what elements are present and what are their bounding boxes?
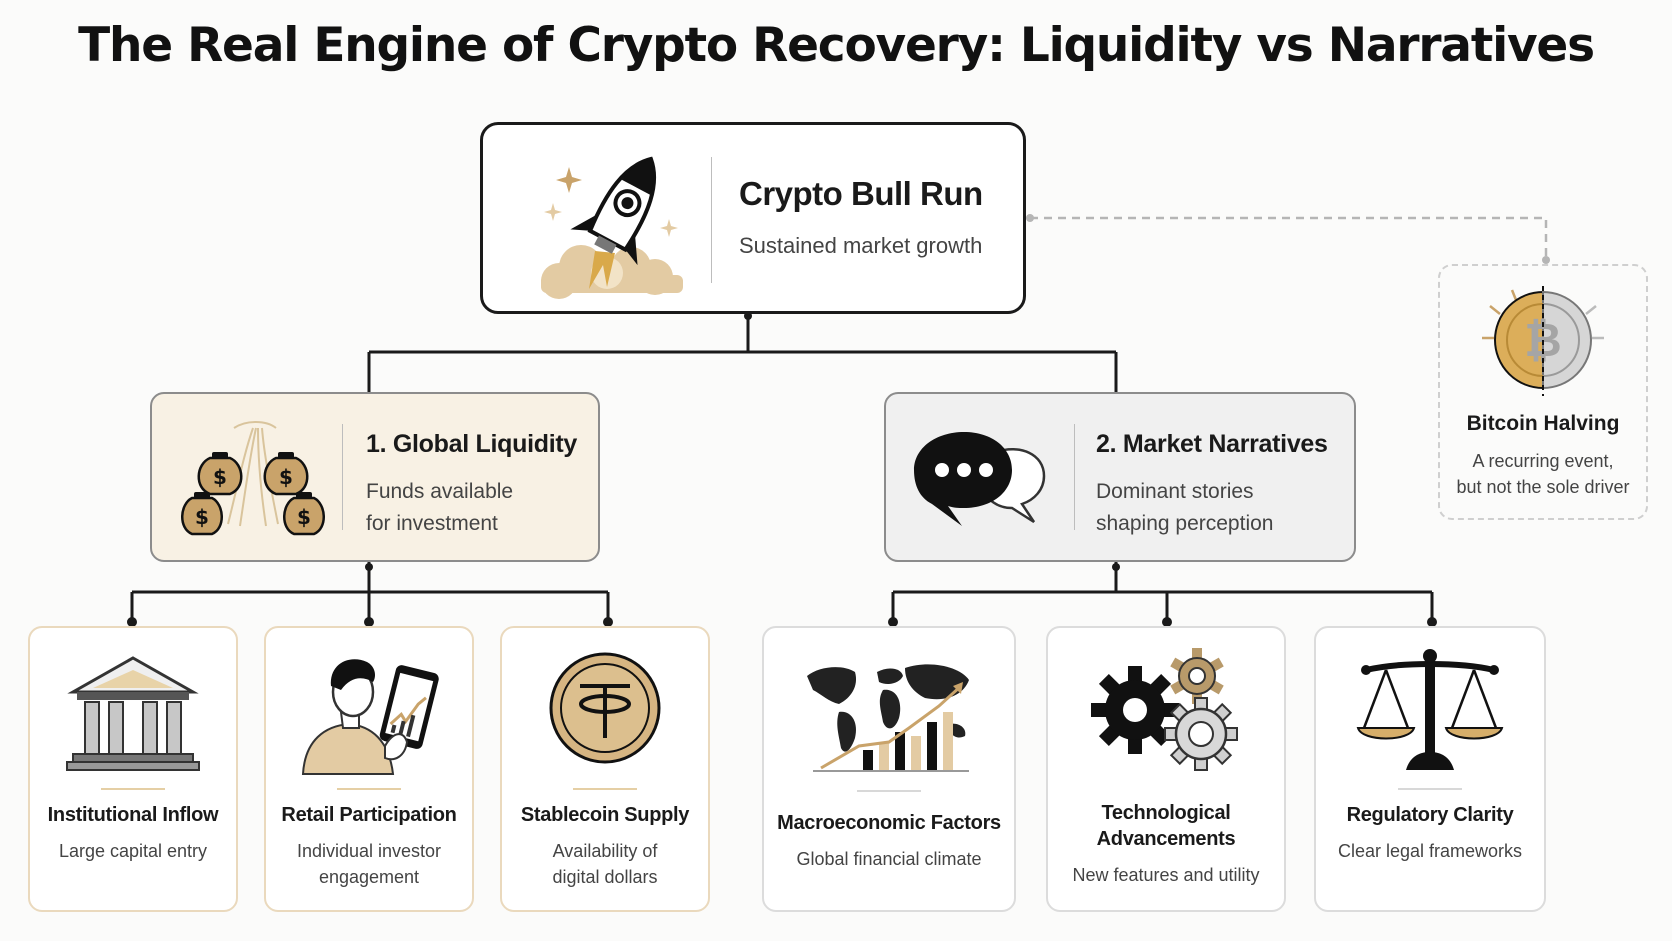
factor-subtitle: Large capital entry [58, 841, 208, 861]
factor-title: Retail Participation [281, 804, 457, 826]
side-note-title: Bitcoin Halving [1466, 412, 1620, 435]
rocket-icon [541, 156, 683, 299]
tether-coin-icon [549, 652, 661, 764]
person-with-tablet-icon [301, 659, 439, 775]
svg-text:$: $ [297, 505, 311, 529]
factor-macroeconomic-factors: Macroeconomic Factors Global financial c… [762, 626, 1016, 912]
scales-icon [1356, 649, 1504, 770]
factor-technological-advancements: Technological Advancements New features … [1046, 626, 1286, 912]
factor-subtitle: Global financial climate [796, 849, 982, 869]
root-subtitle: Sustained market growth [739, 233, 983, 258]
speech-bubbles-icon [914, 432, 1046, 526]
svg-text:$: $ [213, 465, 227, 489]
branch-global-liquidity: $$$$ 1. Global Liquidity Funds available… [150, 392, 600, 562]
world-map-chart-icon [807, 664, 969, 772]
factor-subtitle: Clear legal frameworks [1337, 841, 1523, 861]
page-title: The Real Engine of Crypto Recovery: Liqu… [78, 18, 1595, 73]
factor-title: Technological Advancements [1096, 802, 1236, 850]
factor-title: Stablecoin Supply [520, 804, 690, 826]
factor-subtitle: Individual investor engagement [296, 841, 442, 887]
bitcoin-halving-icon: ₿ [1482, 286, 1604, 396]
branch-subtitle: Funds available for investment [366, 480, 514, 535]
factor-regulatory-clarity: Regulatory Clarity Clear legal framework… [1314, 626, 1546, 912]
branch-market-narratives: 2. Market Narratives Dominant stories sh… [884, 392, 1356, 562]
factor-title: Regulatory Clarity [1346, 804, 1514, 826]
side-note-bitcoin-halving: ₿ Bitcoin Halving A recurring event, but… [1438, 264, 1648, 520]
factor-subtitle: Availability of digital dollars [552, 841, 658, 887]
branch-title: 1. Global Liquidity [366, 430, 577, 458]
factor-institutional-inflow: Institutional Inflow Large capital entry [28, 626, 238, 912]
factor-title: Macroeconomic Factors [777, 812, 1001, 834]
factor-stablecoin-supply: Stablecoin Supply Availability of digita… [500, 626, 710, 912]
svg-text:$: $ [195, 505, 209, 529]
svg-text:$: $ [279, 465, 293, 489]
factor-title: Institutional Inflow [47, 804, 219, 826]
factor-retail-participation: Retail Participation Individual investor… [264, 626, 474, 912]
money-bags-icon: $$$$ [181, 421, 325, 536]
side-note-subtitle: A recurring event, but not the sole driv… [1456, 451, 1630, 497]
factor-subtitle: New features and utility [1072, 865, 1260, 885]
branch-title: 2. Market Narratives [1096, 430, 1328, 458]
root-node-crypto-bull-run: Crypto Bull Run Sustained market growth [480, 122, 1026, 314]
root-title: Crypto Bull Run [739, 175, 983, 212]
gears-icon [1091, 648, 1238, 771]
branch-subtitle: Dominant stories shaping perception [1096, 480, 1274, 535]
bank-building-icon [66, 656, 200, 771]
